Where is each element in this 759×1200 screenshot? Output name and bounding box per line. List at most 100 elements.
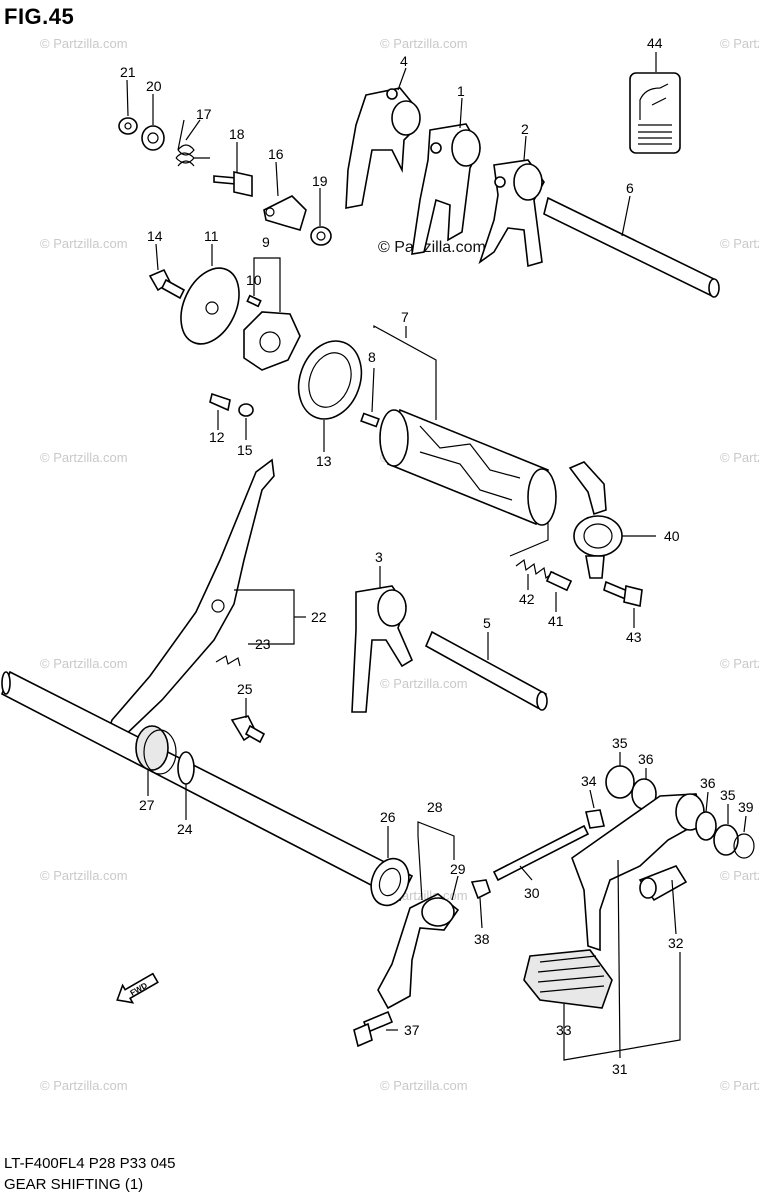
pedal-rubber-33 <box>523 949 613 1009</box>
bolt-37 <box>353 1010 394 1048</box>
callout-27: 27 <box>139 797 155 813</box>
callout-12: 12 <box>209 429 225 445</box>
callout-20: 20 <box>146 78 162 94</box>
callout-33: 33 <box>556 1022 572 1038</box>
callout-39: 39 <box>738 799 754 815</box>
callout-3: 3 <box>375 549 383 565</box>
watermark: © Partzilla.com <box>40 236 128 251</box>
watermark: © Partzilla.com <box>720 1078 759 1093</box>
watermark: © Partzilla.com <box>40 450 128 465</box>
callout-9: 9 <box>262 234 270 250</box>
watermark-main: © Partzilla.com <box>378 239 486 256</box>
callout-26: 26 <box>380 809 396 825</box>
callout-31: 31 <box>612 1061 628 1077</box>
stopper-16 <box>263 195 307 231</box>
nut-38 <box>470 879 491 900</box>
gearshift-link-arm-28 <box>377 893 460 1010</box>
watermark: © Partzilla.com <box>40 868 128 883</box>
shift-fork-3 <box>351 585 414 713</box>
callout-43: 43 <box>626 629 642 645</box>
pin-41 <box>545 570 573 592</box>
washer-24b <box>177 751 195 785</box>
bolt-14 <box>148 268 186 300</box>
callout-2: 2 <box>521 121 529 137</box>
rod-30 <box>492 824 590 882</box>
washer-35b <box>713 824 739 856</box>
callout-35b: 35 <box>720 787 736 803</box>
callout-24: 24 <box>177 821 193 837</box>
washer-15 <box>238 403 254 417</box>
fwd-marker: FWD <box>116 972 159 1004</box>
washer-21 <box>118 117 138 135</box>
cam-star-9 <box>243 311 301 371</box>
bolt-25 <box>230 715 266 744</box>
shift-pattern-plate-44 <box>629 72 681 154</box>
watermark: © Partzilla.com <box>720 868 759 883</box>
callout-6: 6 <box>626 180 634 196</box>
watermark: © Partzilla.com <box>720 450 759 465</box>
callout-8: 8 <box>368 349 376 365</box>
stopper-40 <box>568 461 623 579</box>
callout-23: 23 <box>255 636 271 652</box>
plate-11 <box>180 267 240 345</box>
callout-28: 28 <box>427 799 443 815</box>
spring-42 <box>515 558 555 580</box>
clip-39 <box>733 833 755 859</box>
fork-shaft-5 <box>424 630 548 711</box>
footer-section-title: GEAR SHIFTING (1) <box>4 1176 144 1193</box>
footer-model-code: LT-F400FL4 P28 P33 045 <box>4 1155 176 1172</box>
washer-36b <box>695 811 717 841</box>
callout-13: 13 <box>316 453 332 469</box>
callout-18: 18 <box>229 126 245 142</box>
spring-23 <box>215 655 241 667</box>
callout-labels: 21 20 17 18 16 19 4 1 2 44 6 14 11 9 10 … <box>120 35 754 1077</box>
bolt-43 <box>603 580 643 607</box>
callout-5: 5 <box>483 615 491 631</box>
callout-15: 15 <box>237 442 253 458</box>
bolt-18 <box>213 171 253 197</box>
gearshift-arm-22 <box>102 458 275 745</box>
watermark: © Partzilla.com <box>40 36 128 51</box>
callout-22: 22 <box>311 609 327 625</box>
callout-11: 11 <box>204 228 219 244</box>
watermark: © Partzilla.com <box>40 1078 128 1093</box>
callout-1: 1 <box>457 83 465 99</box>
leader-lines <box>126 52 747 1061</box>
callout-35: 35 <box>612 735 628 751</box>
shift-fork-1 <box>411 123 481 255</box>
pin-8 <box>360 412 380 428</box>
watermark: © Partzilla.com <box>380 676 468 691</box>
callout-40: 40 <box>664 528 680 544</box>
washer-20 <box>141 125 165 151</box>
callout-38: 38 <box>474 931 490 947</box>
callout-36b: 36 <box>700 775 716 791</box>
watermark-group: © Partzilla.com © Partzilla.com © Partzi… <box>40 36 759 1093</box>
gearshift-cam-7 <box>379 408 557 526</box>
callout-41: 41 <box>548 613 564 629</box>
callout-29: 29 <box>450 861 466 877</box>
watermark: © Partzilla.com <box>720 236 759 251</box>
callout-14: 14 <box>147 228 163 244</box>
oil-seal-26 <box>370 857 410 907</box>
shift-fork-4 <box>345 87 421 209</box>
watermark: © Partzilla.com <box>720 36 759 51</box>
callout-34: 34 <box>581 773 597 789</box>
spring-27 <box>135 725 177 775</box>
callout-30: 30 <box>524 885 540 901</box>
washer-34 <box>585 809 605 829</box>
watermark: © Partzilla.com <box>380 1078 468 1093</box>
callout-44: 44 <box>647 35 663 51</box>
fork-shaft-6 <box>543 196 720 298</box>
callout-25: 25 <box>237 681 253 697</box>
gearshift-shaft-24 <box>1 670 414 902</box>
callout-42: 42 <box>519 591 535 607</box>
callout-10: 10 <box>246 272 262 288</box>
bearing-13 <box>297 340 363 420</box>
callout-37: 37 <box>404 1022 420 1038</box>
washer-35 <box>605 765 635 799</box>
callout-4: 4 <box>400 53 408 69</box>
watermark: © Partzilla.com <box>40 656 128 671</box>
callout-19: 19 <box>312 173 328 189</box>
spring-17 <box>175 119 210 167</box>
